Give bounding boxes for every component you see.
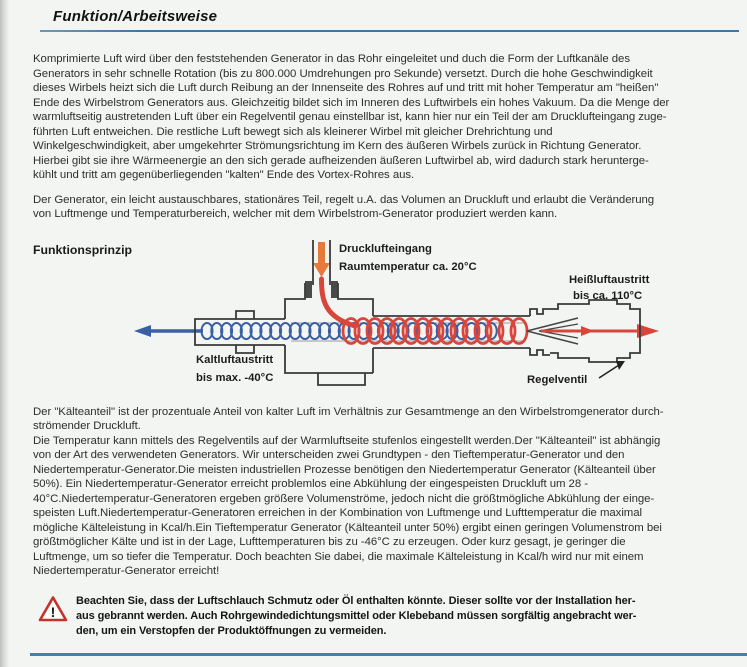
valve-pointer-line: [598, 363, 620, 379]
bottom-rule: [30, 653, 747, 656]
paragraph-function-description: Komprimierte Luft wird über den feststeh…: [33, 52, 739, 183]
text-line: Winkelgeschwindigkeit, aber umgekehrter …: [33, 140, 642, 152]
text-line: Der "Kälteanteil" ist der prozentuale An…: [33, 405, 664, 418]
inlet-arrowhead: [313, 262, 330, 277]
text-line: Ende des Wirbelstrom Generators aus. Gle…: [33, 96, 670, 109]
label-inlet-temp: Raumtemperatur ca. 20°C: [339, 261, 477, 273]
hot-air-arrowhead-mid: [581, 325, 594, 336]
text-line: kühlt und tritt am gegenüberliegenden "k…: [33, 169, 415, 181]
text-line: 50%). Ein Niedertemperatur-Generator err…: [33, 478, 588, 490]
text-line: mögliche Kälteleistung in Kcal/h.Ein Tie…: [33, 521, 662, 534]
label-cold-temp: bis max. -40°C: [196, 372, 273, 384]
label-valve: Regelventil: [527, 374, 587, 386]
paragraph-cold-fraction: Der "Kälteanteil" ist der prozentuale An…: [33, 405, 739, 579]
text-line: Der Generator, ein leicht austauschbares…: [33, 193, 655, 206]
text-line: Niedertemperatur-Generator erreicht!: [33, 565, 220, 577]
vortex-tube-diagram: Funktionsprinzip: [33, 239, 739, 397]
text-line: 40°C.Niedertemperatur-Generatoren ergebe…: [33, 492, 655, 505]
label-hot-outlet: Heißluftaustritt: [569, 274, 650, 286]
text-line: dieses Wirbels heizt sich die Luft durch…: [33, 82, 659, 94]
text-line: aus gebrannt werden. Auch Rohrgewindedic…: [76, 609, 637, 622]
label-hot-temp: bis ca. 110°C: [573, 290, 642, 302]
hot-air-arrowhead: [637, 323, 659, 338]
valve-pointer-arrowhead: [616, 360, 625, 370]
hot-air-coil: [341, 316, 529, 345]
text-line: Beachten Sie, dass der Luftschlauch Schm…: [76, 594, 636, 607]
valve-cone-inner: [538, 322, 579, 339]
inlet-thread: [305, 280, 312, 298]
text-line: Die Temperatur kann mittels des Regelven…: [33, 434, 661, 447]
page-content: Funktion/Arbeitsweise Komprimierte Luft …: [33, 8, 739, 639]
text-line: den, um ein Verstopfen der Produktöffnun…: [76, 624, 387, 637]
warning-triangle-icon: !: [38, 595, 68, 621]
page-title: Funktion/Arbeitsweise: [53, 8, 218, 25]
cold-nozzle-outline: [194, 309, 285, 354]
warning-text: Beachten Sie, dass der Luftschlauch Schm…: [76, 594, 636, 639]
label-cold-outlet: Kaltluftaustritt: [196, 354, 273, 366]
diagram-caption: Funktionsprinzip: [33, 242, 133, 257]
text-line: von Luftmenge und Temperaturbereich, wel…: [33, 208, 558, 220]
text-line: warmluftseitig austretenden Luft über ei…: [33, 111, 667, 123]
text-line: größtmöglicher Kälte und ist in der Lage…: [33, 536, 626, 548]
valve-cone-outer: [526, 316, 579, 345]
vortex-tube-schematic: Drucklufteingang Raumtemperatur ca. 20°C…: [134, 239, 659, 386]
warning-triangle-shape: [38, 595, 68, 621]
title-rule: [40, 30, 739, 32]
label-inlet: Drucklufteingang: [339, 243, 432, 255]
inlet-thread: [331, 280, 338, 298]
control-valve-outline: [529, 298, 641, 363]
text-line: Generators in sehr schnelle Rotation (bi…: [33, 67, 653, 80]
scan-edge-shadow: [0, 0, 9, 667]
warning-note: ! Beachten Sie, dass der Luftschlauch Sc…: [33, 594, 739, 639]
text-line: speisten Luft.Niedertemperatur-Generator…: [33, 507, 643, 519]
text-line: führten Luft entweichen. Die restliche L…: [33, 125, 553, 138]
inlet-flow-curve: [319, 276, 358, 328]
text-line: Hierbei gibt sie ihre Wärmeenergie an de…: [33, 154, 649, 167]
text-line: Komprimierte Luft wird über den feststeh…: [33, 53, 630, 65]
text-line: Niedertemperatur-Generator.Die meisten i…: [33, 463, 656, 476]
generator-block-outline: [284, 282, 374, 386]
warning-exclamation: !: [51, 604, 56, 620]
paragraph-generator: Der Generator, ein leicht austauschbares…: [33, 193, 739, 222]
text-line: von der Art des verwendeten Generators. …: [33, 449, 625, 461]
text-line: strömender Druckluft.: [33, 420, 141, 432]
cold-air-arrowhead: [134, 324, 151, 337]
text-line: Luftmenge, um so tiefer die Temperatur. …: [33, 550, 644, 563]
